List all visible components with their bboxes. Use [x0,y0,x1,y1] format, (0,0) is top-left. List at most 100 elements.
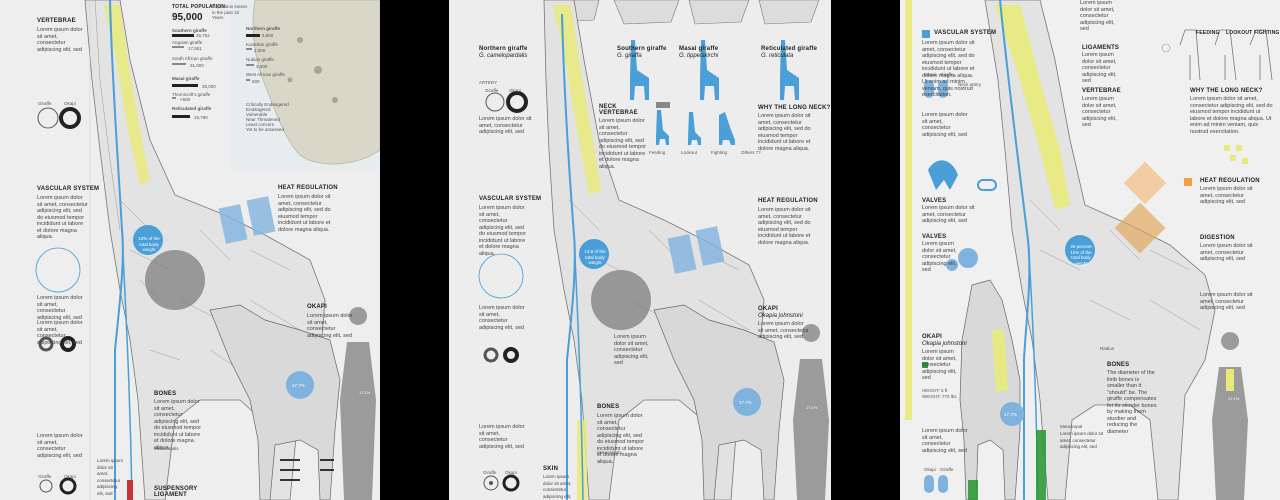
body-text: Lorem ipsum dolor sit amet, consectetur … [479,424,525,450]
blue-vessel [999,0,1031,500]
circle-cross-section [37,107,59,129]
species-value: 3,000 [256,64,268,69]
suspensory-ligament [127,480,133,500]
giraffe-label: Giraffe [940,467,954,472]
metacarpals-label: Metacarpals [597,450,622,455]
vascular-system-heading: VASCULAR SYSTEM [37,186,100,192]
vascular-system-heading: VASCULAR SYSTEM [934,30,997,36]
species-value: 26,752 [196,33,210,38]
heat-regulation-heading: HEAT REGULATION [278,185,338,191]
giraffe-sketch-3 [905,0,1273,500]
legend-item: Near Threatened [246,117,280,122]
giraffe-sketch-2 [478,0,829,500]
body-text: Lorem ipsum dolor sit amet, consectetur … [922,112,968,138]
okapi-label: Okapi [924,467,936,472]
body-text: Lorem ipsum dolor sit amet, consectetur … [1080,0,1115,32]
bones-heading: BONES [154,391,177,397]
body-text: Lorem ipsum dolor sit amet, consectetur … [479,305,525,331]
legend-item: Endangered [246,107,271,112]
species-value: 2,000 [254,48,266,53]
bones-text: Lorem ipsum dolor sit amet, consectetur … [154,399,202,451]
okapi-heading: OKAPI [922,334,943,340]
human-silhouette [793,324,829,500]
body-weight-circle [133,225,163,255]
heat-regulation-text: Lorem ipsum dolor sit amet, consectetur … [1200,186,1253,205]
blue-vessel [109,0,124,500]
body-weight-percent: 13.6 of the total body weight [584,249,606,265]
okapi-sketch [209,304,341,500]
species-name: Angolan giraffe [172,40,203,45]
neck-artery-label: Neck artery [958,82,982,87]
vascular-system-text: Lorem ipsum dolor sit amet, consectetur … [922,40,975,98]
northern-giraffe-label: Northern giraffe [479,46,528,52]
okapi-label: Okapi [924,72,936,77]
okapi-percent: 17.7% [1004,412,1017,417]
okapi-sci: Okapia johnstoni [758,313,803,319]
species-name: Nubian giraffe [246,57,274,62]
human-percent: 17.1% [806,405,818,410]
species-value: <600 [180,97,191,102]
artery-label: ARTERY [479,80,498,85]
vertebrae-heading: VERTEBRAE [37,18,76,24]
species-value: 17,551 [188,46,202,51]
legend-item: Yet to be assessed [246,127,284,132]
southern-giraffe-label: Southern giraffe [617,46,667,52]
vertebrae-highlight [553,5,601,195]
vascular-system-text: Lorem ipsum dolor sit amet, consectetur … [479,205,527,257]
digestion-square [1114,202,1166,254]
bones-heading: BONES [1107,362,1130,368]
legend-item: Least concern [246,122,275,127]
suspensory-ligament-heading: SUSPENSORY LIGAMENT [154,486,198,498]
body-text: Lorem ipsum dolor sit amet, consectetur … [1060,431,1104,449]
lookout-label: LOOKOUT [1226,30,1253,36]
bones-heading: BONES [597,404,620,410]
digestion-heading: DIGESTION [1200,235,1235,241]
okapi-percent: 17.7% [739,400,752,405]
metacarpals-label: Metacarpals [154,446,179,451]
species-value: 600 [252,79,260,84]
body-text: Lorem ipsum dolor sit amet, consectetur … [1200,292,1253,311]
body-text: Lorem ipsum dolor sit amet, consectetur … [37,433,83,459]
heat-regulation-heading: HEAT REGULATION [1200,178,1260,184]
okapi-heading: OKAPI [758,306,779,312]
bones-text: Lorem ipsum dolor sit amet, consectetur … [597,413,645,465]
digestion-text: Lorem ipsum dolor sit amet, consectetur … [1200,243,1253,262]
species-value: 31,000 [190,63,204,68]
feeding-label: FEEDING [1196,30,1220,36]
infographic-draft-2: Northern giraffe G. camelopardalis South… [449,0,831,500]
valves-heading: VALVES [922,198,947,204]
body-text: Lorem ipsum dolor sit amet, consectetur … [37,320,83,346]
heart-organ [591,270,651,330]
heat-square-1 [218,204,248,244]
southern-giraffe-sci: G. giraffa [617,53,642,59]
heat-regulation-text: Lorem ipsum dolor sit amet, consectetur … [758,207,811,246]
okapi-label: Okapi [505,470,517,475]
species-name: South African giraffe [172,56,213,61]
neck-vertebrae-text: Lorem ipsum dolor sit amet, consectetur … [599,118,647,170]
okapi-sci: Okapia johnstoni [922,341,967,347]
heat-regulation-text: Lorem ipsum dolor sit amet, consectetur … [278,194,331,233]
giraffe-label: Giraffe [483,470,497,475]
fighting-label: FIGHTING [1254,30,1280,36]
vascular-system-text: Lorem ipsum dolor sit amet, consectetur … [37,195,88,240]
heart-organ [145,250,205,310]
legend-item: Vulnerable [246,112,268,117]
vertebrae-text: Lorem ipsum dolor sit amet, consectetur … [37,27,83,53]
heat-regulation-heading: HEAT REGULATION [758,198,818,204]
ligaments-heading: LIGAMENTS [1082,45,1120,51]
radius-label: Radius [1100,346,1115,351]
others-label: Others ?? [741,150,761,155]
giraffe-silhouette [630,40,799,145]
why-long-neck-heading: WHY THE LONG NECK? [1190,88,1263,94]
species-value: 15,780 [194,115,208,120]
species-name: Southern giraffe [172,28,207,33]
species-name: Northern giraffe [246,26,281,31]
okapi-label: Okapi [509,88,521,93]
why-long-neck-heading: WHY THE LONG NECK? [758,105,831,111]
species-name: Kordofan giraffe [246,42,278,47]
giraffe-label: Giraffe [38,474,52,479]
northern-giraffe-sci: G. camelopardalis [479,53,528,59]
valves-heading: VALVES [922,234,947,240]
population-note: Population losses in the past 15 Years [212,4,248,20]
lookout-label: Lookout [681,150,698,155]
